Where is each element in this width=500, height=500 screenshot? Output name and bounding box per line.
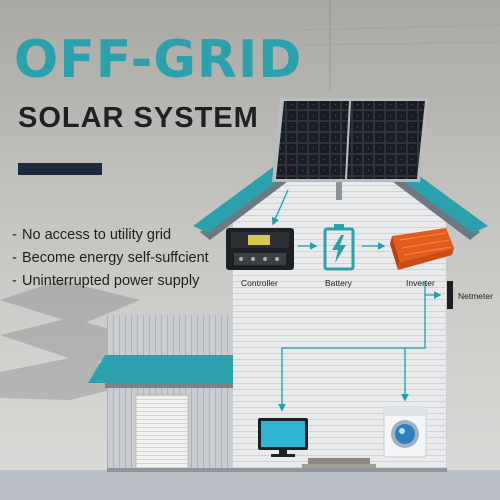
subtitle-solar-system: SOLAR SYSTEM	[18, 102, 259, 134]
roof-post	[336, 180, 342, 200]
feature-text: Become energy self-suffcient	[22, 250, 209, 266]
garage-door	[135, 394, 189, 471]
title-underline-bar	[18, 163, 102, 175]
feature-text: Uninterrupted power supply	[22, 273, 200, 289]
label-battery: Battery	[325, 278, 352, 288]
netmeter-device	[447, 281, 453, 309]
feature-item: -Become energy self-suffcient	[12, 247, 209, 270]
flow-arrows	[271, 189, 442, 412]
label-controller: Controller	[241, 278, 278, 288]
label-netmeter: Netmeter	[458, 291, 493, 301]
ground	[0, 470, 500, 500]
arrow-to-tv	[278, 295, 426, 412]
entry-step-top	[308, 458, 370, 464]
tv-appliance	[258, 418, 308, 457]
washing-machine	[383, 406, 427, 458]
solar-panel	[272, 98, 428, 182]
arrow-panel-to-controller	[271, 189, 289, 226]
label-inverter: Inverter	[406, 278, 435, 288]
background-power-lines	[299, 0, 500, 90]
feature-text: No access to utility grid	[22, 227, 172, 243]
dash-bullet: -	[12, 227, 17, 243]
dash-bullet: -	[12, 273, 17, 289]
feature-item: -Uninterrupted power supply	[12, 270, 209, 293]
title-off-grid: OFF-GRID	[14, 30, 303, 90]
battery-icon	[323, 224, 355, 271]
inverter-device	[390, 228, 454, 270]
controller-device	[226, 228, 294, 270]
side-roof-shadow	[105, 383, 233, 388]
dash-bullet: -	[12, 250, 17, 266]
feature-item: -No access to utility grid	[12, 224, 209, 247]
feature-list: -No access to utility grid -Become energ…	[12, 224, 209, 293]
foundation	[107, 468, 447, 472]
side-roof	[88, 355, 233, 383]
